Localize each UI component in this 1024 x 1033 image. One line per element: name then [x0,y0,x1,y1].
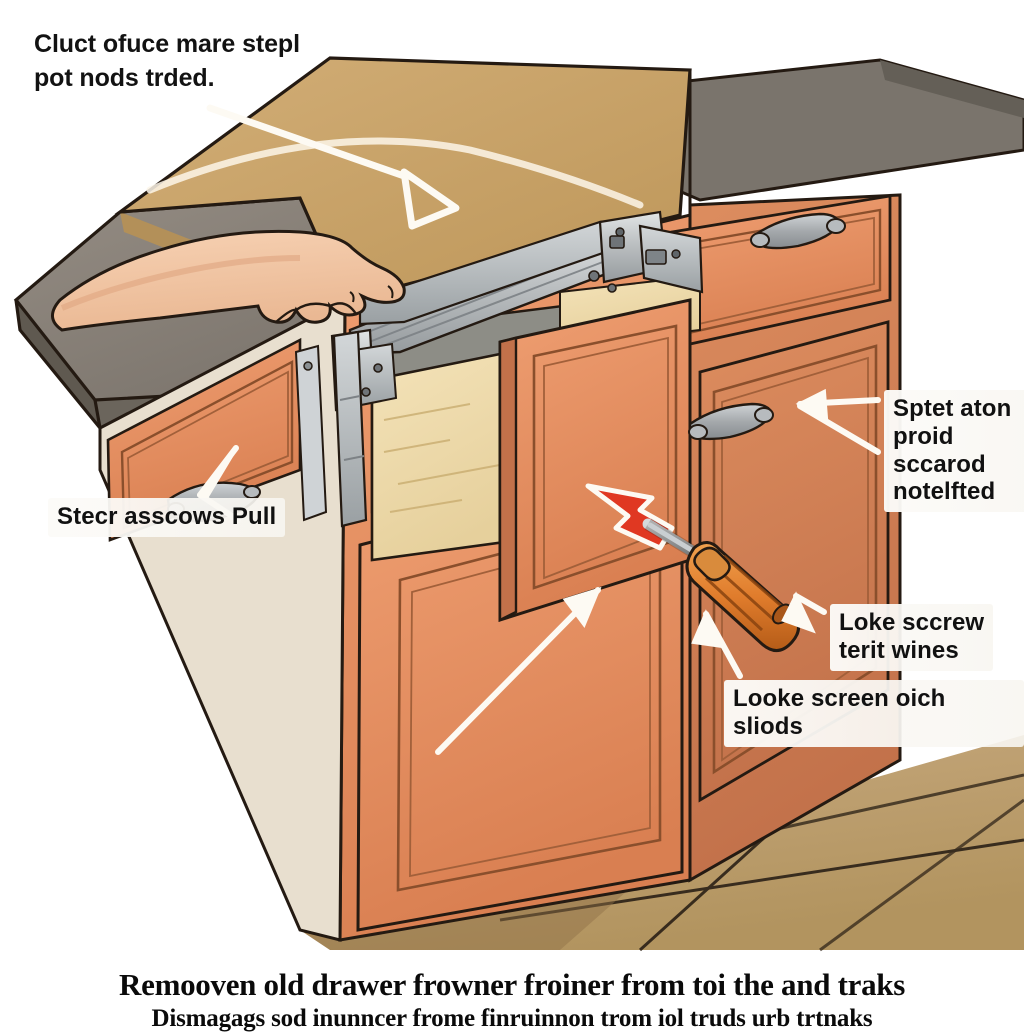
caption-line-1: Remooven old drawer frowner froiner from… [119,967,905,1002]
right-callout-mid-label: Loke sccrew terit wines [830,604,994,671]
cabinet-pull-handle-icon [750,212,846,250]
left-callout-label: Stecr asscows Pull [48,498,286,537]
caption-line-2: Dismagags sod inunncer frome finruinnon … [151,1005,873,1033]
right-callout-top-label: Sptet aton proid sccarod notelfted [884,390,1024,513]
bottom-caption: Remooven old drawer frowner froiner from… [0,968,1024,1033]
top-note-text: Cluct ofuce mare stepl pot nods trded. [34,30,300,92]
screwdriver-icon [642,518,800,652]
right-callout-bottom-label: Looke screen oich sliods [724,680,1024,747]
cabinet-pull-handle-icon [688,402,774,441]
white-arrow-icon [206,104,460,230]
hand-pointing-icon [51,229,406,332]
drawer-slide-icon [294,210,704,528]
